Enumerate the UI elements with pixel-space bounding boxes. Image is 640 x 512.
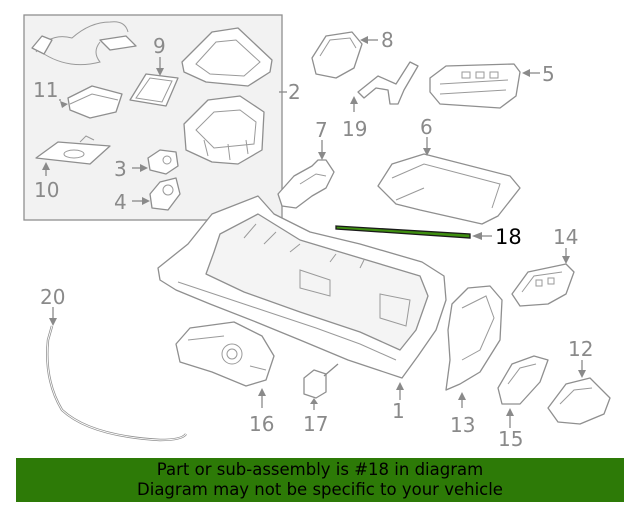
part-inset-housing[interactable] xyxy=(183,95,265,165)
part-7-trim[interactable] xyxy=(277,159,335,209)
part-8-insert[interactable] xyxy=(311,31,363,79)
part-1-console-body[interactable] xyxy=(157,195,447,379)
part-13-side-panel[interactable] xyxy=(445,285,503,391)
part-6-storage-bin[interactable] xyxy=(377,153,521,225)
part-18-strip[interactable] xyxy=(335,225,471,239)
part-4-switch[interactable] xyxy=(149,177,181,211)
part-3-switch[interactable] xyxy=(147,149,179,175)
part-19-bracket[interactable] xyxy=(357,61,419,105)
callout-16: 16 xyxy=(249,412,274,436)
callout-8: 8 xyxy=(381,28,394,52)
banner-line-1: Part or sub-assembly is #18 in diagram xyxy=(156,460,484,479)
callout-17: 17 xyxy=(303,412,328,436)
leader-lines xyxy=(42,36,586,428)
callout-12: 12 xyxy=(568,337,593,361)
part-11-module[interactable] xyxy=(67,85,123,119)
callout-2: 2 xyxy=(288,80,301,104)
info-banner: Part or sub-assembly is #18 in diagram D… xyxy=(16,458,624,502)
part-inset-frame[interactable] xyxy=(181,27,273,87)
part-15-bracket[interactable] xyxy=(497,355,549,405)
part-5-vent[interactable] xyxy=(429,63,521,109)
callout-5: 5 xyxy=(542,62,555,86)
callout-14: 14 xyxy=(553,225,578,249)
callout-6: 6 xyxy=(420,115,433,139)
callout-7: 7 xyxy=(315,118,328,142)
callout-15: 15 xyxy=(498,427,523,451)
callout-19: 19 xyxy=(342,117,367,141)
callout-10: 10 xyxy=(34,178,59,202)
callout-11: 11 xyxy=(33,78,58,102)
part-10-mat[interactable] xyxy=(35,135,111,165)
callout-1: 1 xyxy=(392,399,405,423)
part-9-tray[interactable] xyxy=(129,73,179,107)
part-17-clip[interactable] xyxy=(303,363,339,399)
part-cable-inset[interactable] xyxy=(31,21,137,66)
part-12-bracket[interactable] xyxy=(547,377,611,425)
part-14-switch-panel[interactable] xyxy=(511,263,575,307)
callout-20: 20 xyxy=(40,285,65,309)
part-20-cable[interactable] xyxy=(46,325,187,442)
part-16-tray-assy[interactable] xyxy=(175,321,275,387)
callout-3: 3 xyxy=(114,157,127,181)
callout-13: 13 xyxy=(450,413,475,437)
parts-diagram: 1 2 3 4 5 6 7 8 9 10 11 12 13 14 15 16 1… xyxy=(23,14,611,451)
banner-line-2: Diagram may not be specific to your vehi… xyxy=(137,480,503,499)
callout-4: 4 xyxy=(114,190,127,214)
callout-9: 9 xyxy=(153,34,166,58)
callout-18: 18 xyxy=(495,225,522,249)
